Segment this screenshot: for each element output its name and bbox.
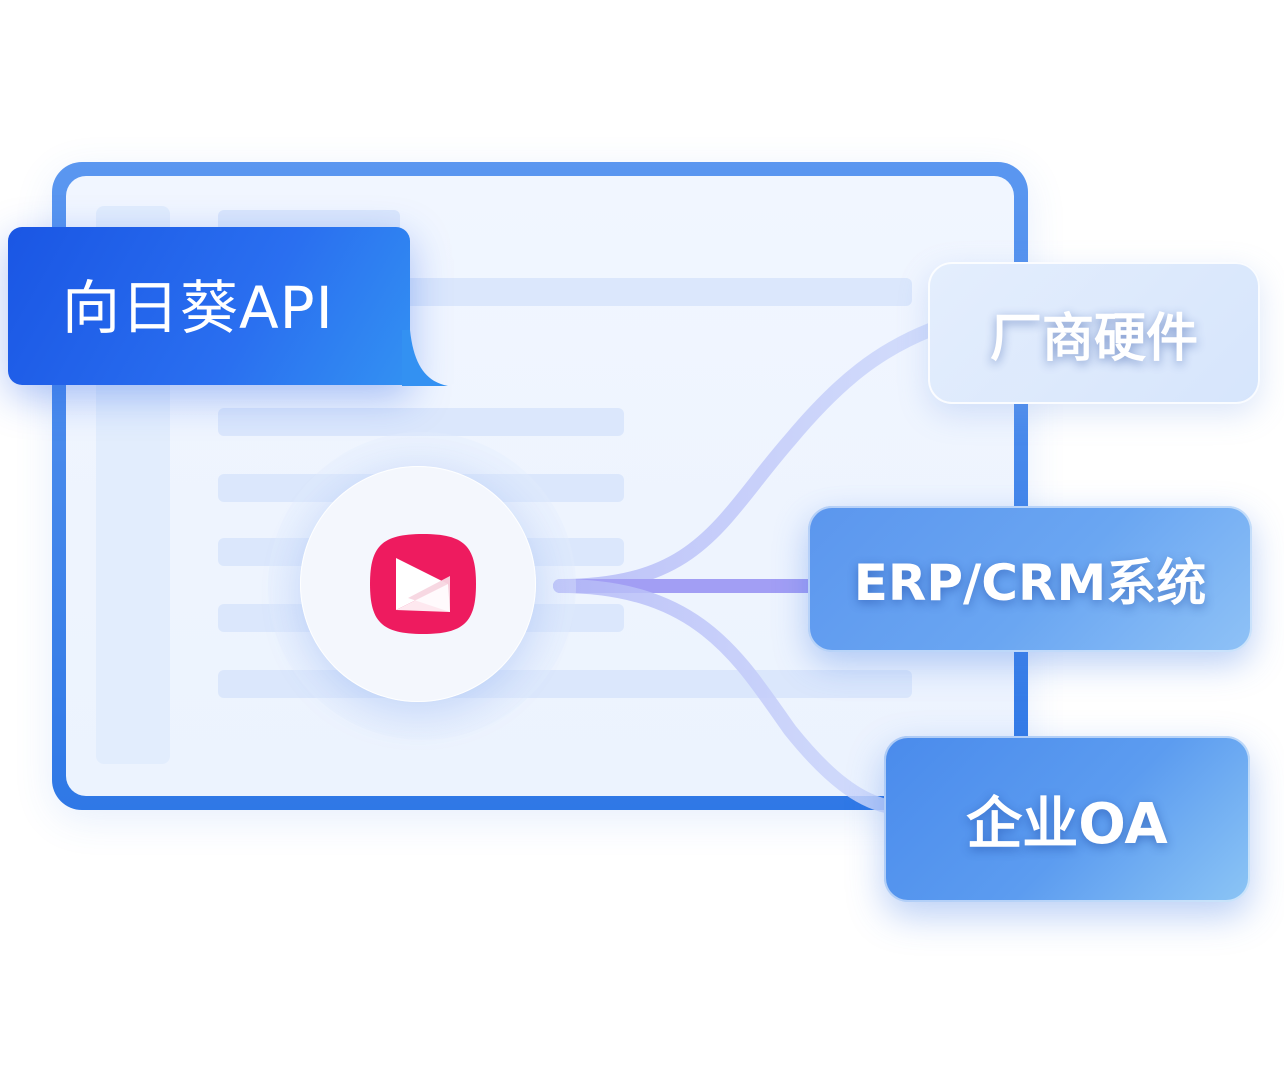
bubble-tail <box>402 330 448 386</box>
content-placeholder-line <box>218 408 624 436</box>
target-card-oa: 企业OA <box>884 736 1250 902</box>
sunlogin-logo-icon <box>370 534 476 634</box>
api-title-bubble <box>8 227 410 385</box>
target-card-erp-crm: ERP/CRM系统 <box>808 506 1252 652</box>
connector-to-hardware <box>553 323 937 593</box>
target-card-hardware: 厂商硬件 <box>928 262 1260 404</box>
api-title: 向日葵API <box>62 274 334 342</box>
connector-to-oa <box>553 579 893 813</box>
